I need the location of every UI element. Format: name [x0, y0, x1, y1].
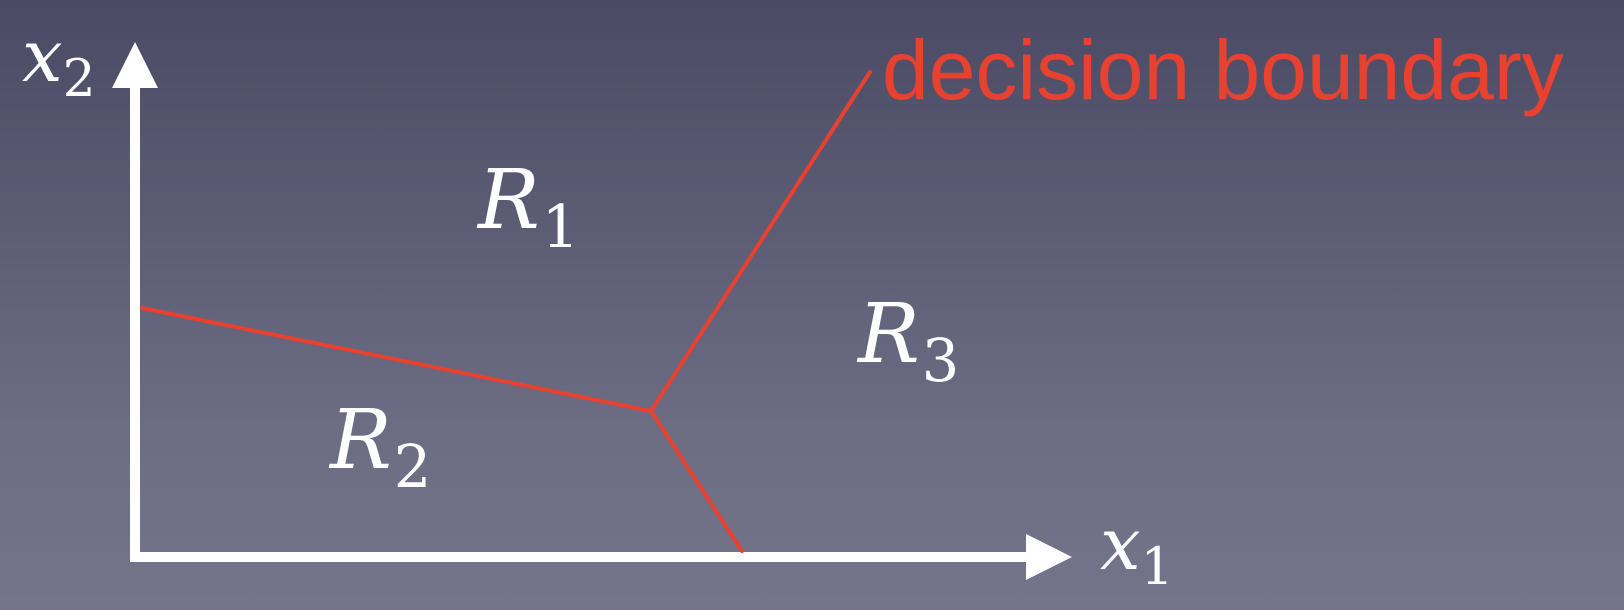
x-axis-label-sub: 1 [1140, 536, 1174, 597]
region-r1-sub: 1 [541, 191, 580, 261]
region-r3-var: R [858, 287, 920, 382]
region-r2-sub: 2 [393, 431, 432, 501]
region-label-r2: R2 [330, 400, 431, 496]
boundary-r2-r3 [649, 409, 744, 553]
region-label-r1: R1 [478, 160, 579, 256]
y-axis-arrowhead [112, 42, 158, 88]
boundary-r1-r3 [649, 70, 872, 413]
y-axis-label: x2 [22, 20, 96, 104]
region-label-r3: R3 [858, 294, 959, 390]
decision-boundary-label: decision boundary [882, 23, 1564, 117]
x-axis-label: x1 [1100, 508, 1174, 592]
region-r3-sub: 3 [921, 325, 960, 395]
boundary-r1-r2 [140, 306, 653, 413]
y-axis-label-sub: 2 [62, 48, 96, 109]
region-r1-var: R [478, 153, 540, 248]
region-r2-var: R [330, 393, 392, 488]
x-axis-arrowhead [1026, 534, 1072, 580]
y-axis-label-var: x [22, 14, 63, 98]
x-axis-label-var: x [1100, 502, 1141, 586]
